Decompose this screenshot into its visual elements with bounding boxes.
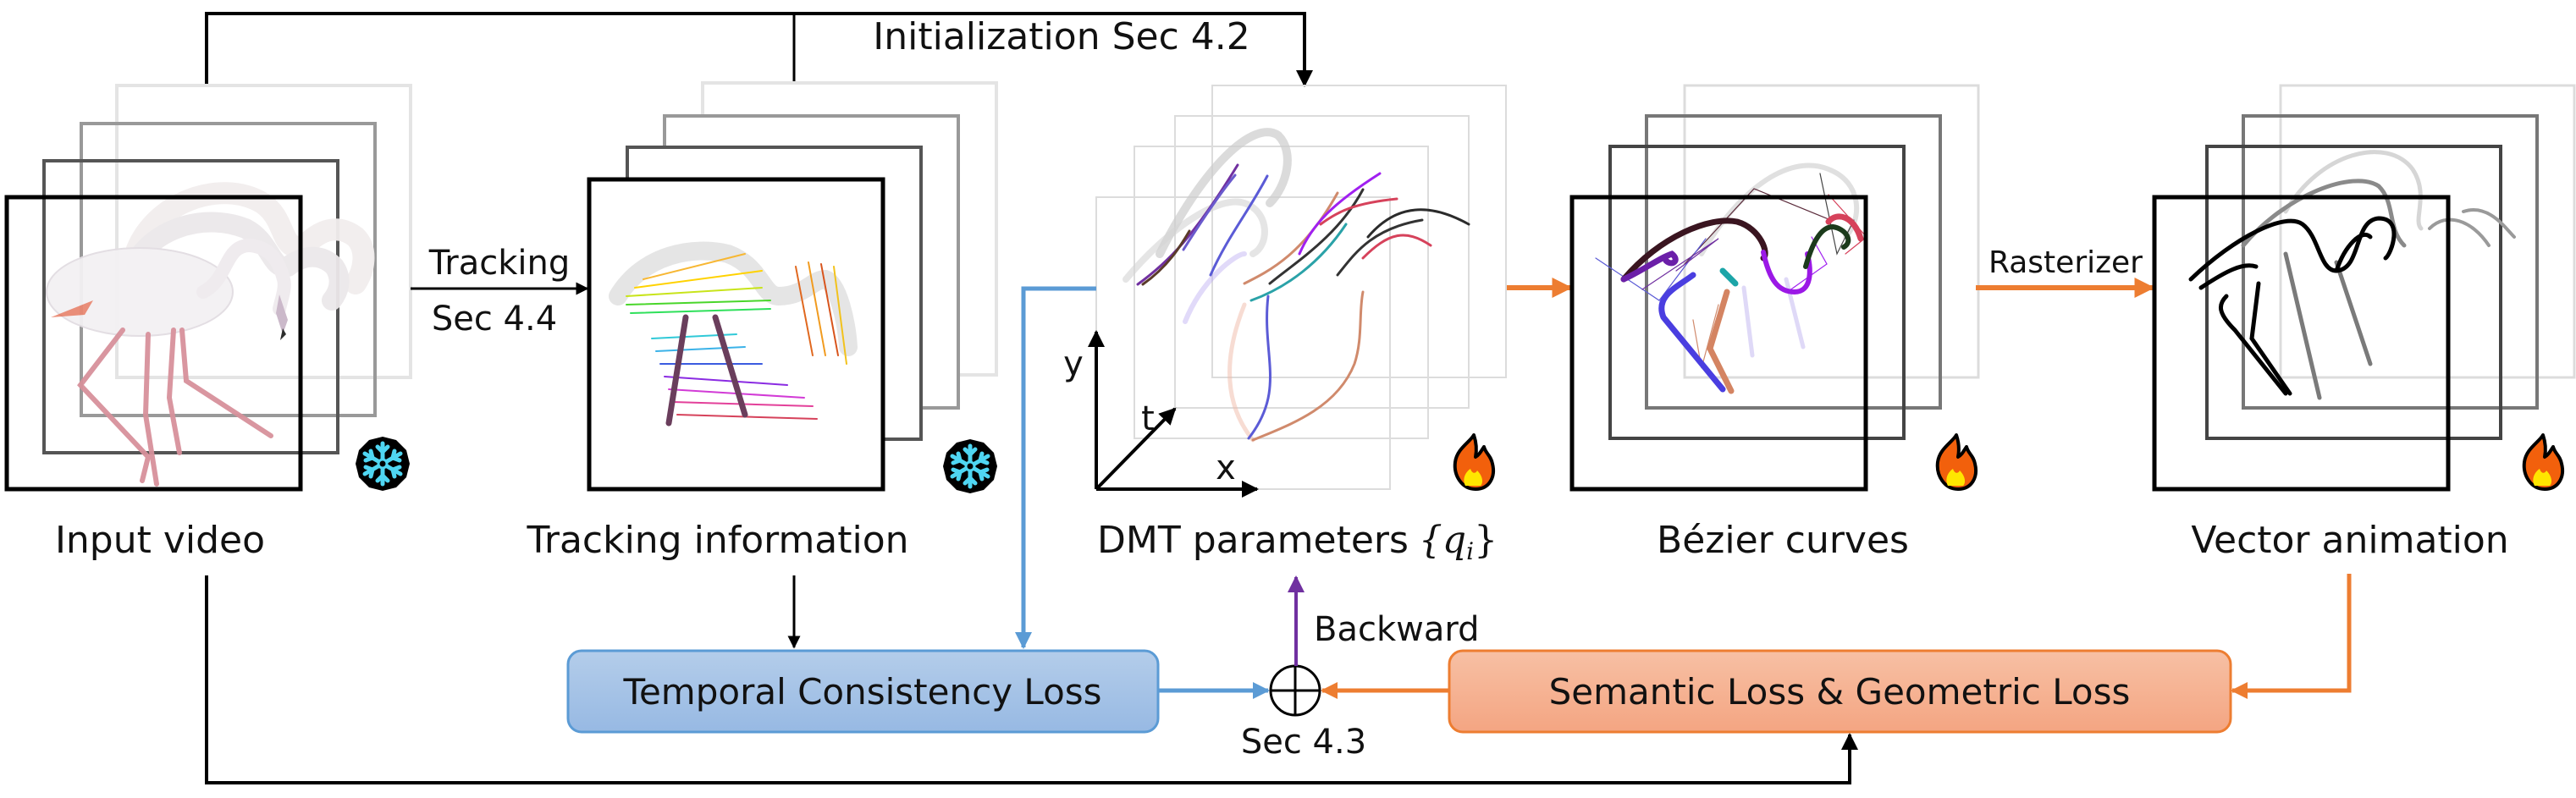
rasterizer-label: Rasterizer	[1989, 245, 2143, 280]
stage-tracking-information	[587, 81, 997, 493]
frame-2	[1608, 145, 1906, 440]
sum-node	[1269, 664, 1321, 717]
temporal-loss-label: Temporal Consistency Loss	[622, 671, 1101, 713]
semantic-loss-label: Semantic Loss & Geometric Loss	[1549, 671, 2131, 713]
dmt-to-temporal-arrow	[1015, 286, 1096, 649]
frame-1	[2152, 195, 2451, 492]
flamingo-image	[46, 182, 375, 487]
axes: y t x	[1063, 330, 1259, 498]
input-to-semantic-arrow	[205, 575, 1858, 784]
stage-label-tracking-information: Tracking information	[526, 519, 908, 562]
semantic-geometric-loss-box: Semantic Loss & Geometric Loss	[1448, 649, 2232, 734]
bezier-strokes	[1595, 162, 1867, 394]
dmt-math-close: }	[1474, 519, 1498, 562]
backward-label: Backward	[1314, 610, 1479, 649]
frame-3	[2242, 114, 2539, 410]
tracking-visualization	[609, 241, 858, 427]
frame-4	[1211, 85, 1507, 378]
dmt-label-text: DMT parameters	[1097, 519, 1409, 562]
stage-label-input-video: Input video	[55, 519, 265, 562]
frame-4	[1683, 84, 1980, 379]
temporal-consistency-loss-box: Temporal Consistency Loss	[566, 649, 1160, 734]
tracking-section-label: Sec 4.4	[432, 300, 557, 338]
stage-label-bezier-curves: Bézier curves	[1657, 519, 1909, 562]
dmt-math-sub: i	[1466, 537, 1474, 565]
y-axis-label: y	[1063, 344, 1084, 383]
trajectory-curves	[1123, 128, 1470, 443]
stage-dmt-parameters: y t x	[1063, 85, 1507, 498]
vector-strokes	[2188, 150, 2516, 400]
sum-section-label: Sec 4.3	[1241, 723, 1366, 762]
frame-2	[2205, 145, 2502, 440]
stage-label-dmt-parameters: DMT parameters{qi}	[1097, 519, 1498, 565]
fire-icon	[1935, 433, 1978, 491]
frame-4	[2279, 84, 2576, 379]
t-axis	[1095, 407, 1177, 491]
t-axis-label: t	[1141, 399, 1155, 438]
stage-input-video	[4, 84, 412, 492]
frame-1	[1569, 195, 1868, 492]
snowflake-icon	[943, 439, 997, 493]
frame-1	[4, 195, 303, 492]
frame-3	[1174, 115, 1470, 409]
dmt-math-open: {q	[1419, 519, 1466, 562]
initialization-label: Initialization Sec 4.2	[873, 15, 1249, 58]
stage-vector-animation	[2152, 84, 2576, 492]
stage-bezier-curves	[1569, 84, 1980, 492]
snowflake-icon	[356, 437, 410, 491]
frame-3	[1645, 114, 1942, 410]
tracking-edge-label: Tracking	[428, 244, 571, 283]
initialization-connector	[205, 12, 1313, 87]
fire-icon	[2522, 433, 2565, 491]
x-axis-label: x	[1216, 449, 1236, 487]
stage-label-vector-animation: Vector animation	[2191, 519, 2508, 562]
vector-to-semantic-arrow	[2231, 574, 2352, 699]
fire-icon	[1453, 433, 1496, 491]
